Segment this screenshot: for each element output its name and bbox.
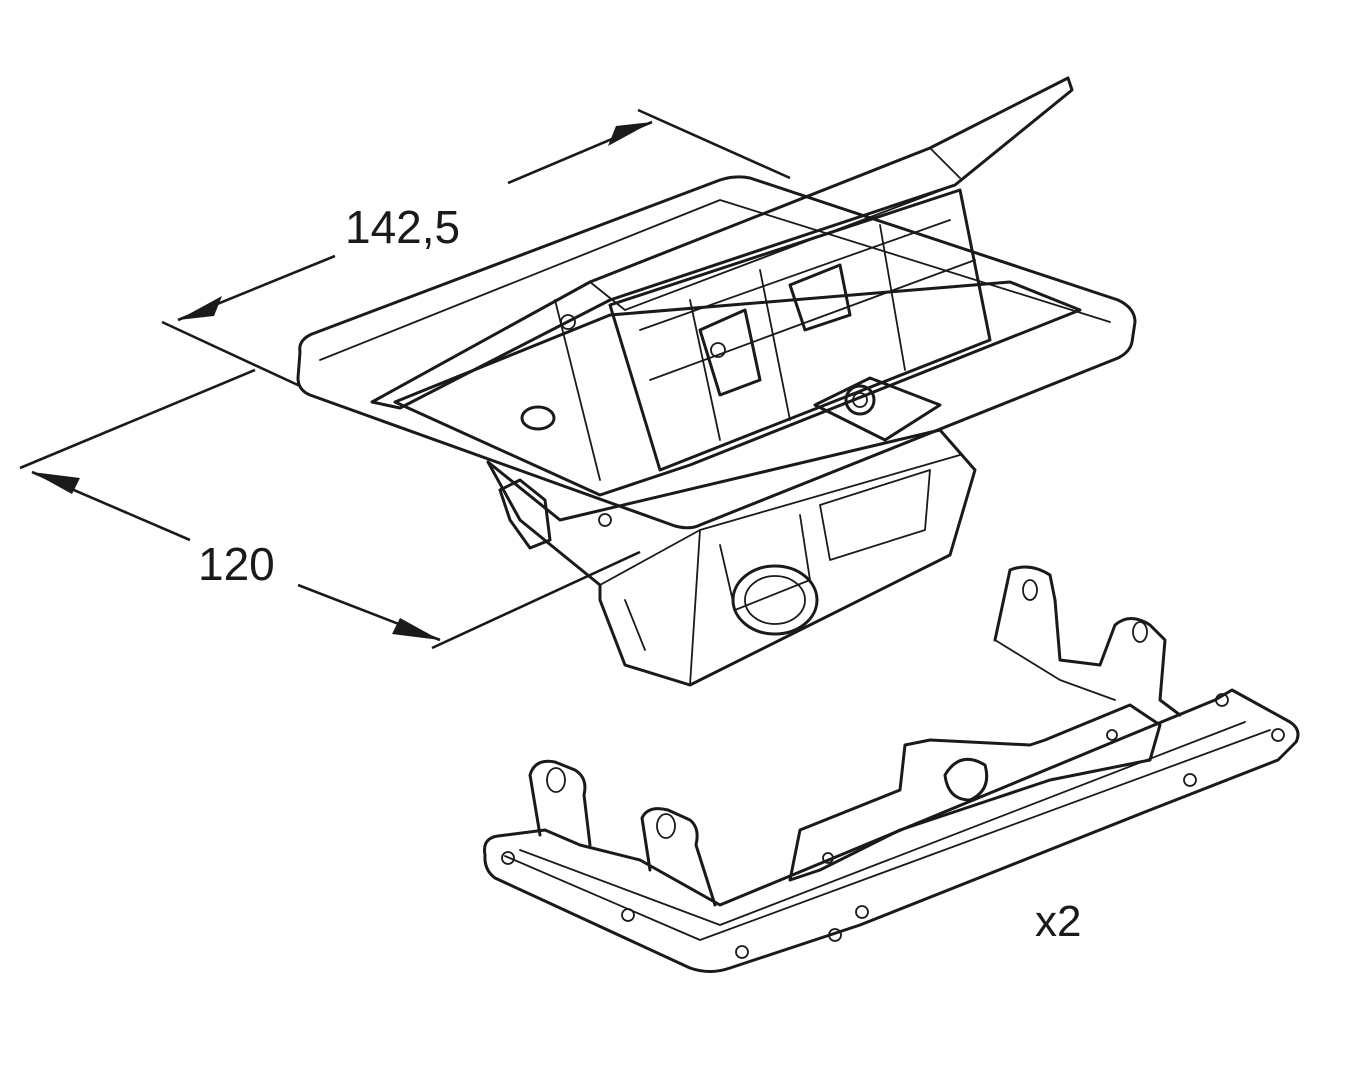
module-rail-mid: [649, 259, 976, 381]
cable-knockout-inner: [744, 575, 806, 625]
lid-hinge: [929, 147, 961, 179]
bracket-hole-7: [1271, 728, 1285, 742]
bracket-tab-1: [528, 759, 592, 847]
cover-opening: [393, 280, 1082, 497]
extension-line-bottom: [431, 550, 641, 650]
bracket-back-rail: [994, 639, 1116, 701]
bracket-hole-5: [855, 905, 869, 919]
arrowhead-bottom: [392, 618, 440, 640]
box-housing: [486, 428, 977, 687]
bracket-base: [483, 688, 1300, 973]
bracket-wall-hole: [943, 757, 989, 802]
mounting-bracket: [483, 565, 1300, 973]
arrowhead-right: [608, 122, 652, 146]
housing-rib: [624, 599, 646, 651]
bracket-hole-2: [621, 908, 635, 922]
extension-line-left: [161, 320, 301, 388]
floor-box: [296, 76, 1137, 687]
flange-inner-edge: [319, 199, 1111, 361]
grommet-outer: [844, 384, 876, 416]
dimension-length: 142,5: [161, 108, 791, 388]
arrowhead-top: [32, 472, 80, 494]
dimension-label-length: 142,5: [345, 201, 460, 253]
bracket-wall-screw-2: [822, 852, 834, 864]
bracket-hole-4: [828, 928, 842, 942]
bracket-side-wall: [788, 703, 1162, 882]
bracket-hole-8: [1215, 693, 1229, 707]
bracket-hole-3: [735, 945, 749, 959]
housing-corner: [689, 529, 701, 686]
extension-line-top: [19, 368, 256, 470]
back-tab-hole-2: [1132, 621, 1148, 643]
lid: [370, 76, 1074, 410]
bracket-wall-screw: [1106, 729, 1118, 741]
housing-panel: [719, 514, 811, 611]
socket-outlet-1: [698, 308, 762, 397]
dimension-label-width: 120: [198, 538, 275, 590]
arrowhead-left: [178, 296, 222, 320]
module-side-edge: [554, 299, 601, 481]
tab-hole-1: [546, 767, 566, 793]
socket-outlet-2: [788, 263, 852, 332]
bracket-hole-6: [1183, 773, 1197, 787]
housing-panel-2: [819, 469, 931, 561]
socket-module: [608, 188, 992, 472]
module-divider-2: [879, 224, 906, 371]
back-tab-hole-1: [1022, 579, 1038, 601]
tab-hole-2: [656, 813, 676, 839]
side-screw: [598, 513, 612, 527]
module-divider-3: [689, 299, 721, 441]
bracket-back-tabs: [993, 565, 1182, 717]
dimension-width: 120: [19, 368, 641, 650]
grommet-inner: [852, 392, 868, 408]
module-divider-1: [759, 269, 791, 421]
bracket-hole-1: [501, 851, 515, 865]
bracket-inner-rail-2: [519, 721, 1246, 926]
module-screw-1: [710, 342, 726, 358]
bracket-tab-2: [640, 807, 717, 907]
bracket-inner-rail: [504, 729, 1271, 941]
quantity-label: x2: [1035, 897, 1081, 946]
side-clip: [498, 478, 552, 550]
cable-knockout: [731, 564, 819, 636]
flange-screw-hole: [520, 405, 556, 431]
extension-line-right: [637, 108, 791, 180]
cover-flange: [296, 175, 1137, 530]
